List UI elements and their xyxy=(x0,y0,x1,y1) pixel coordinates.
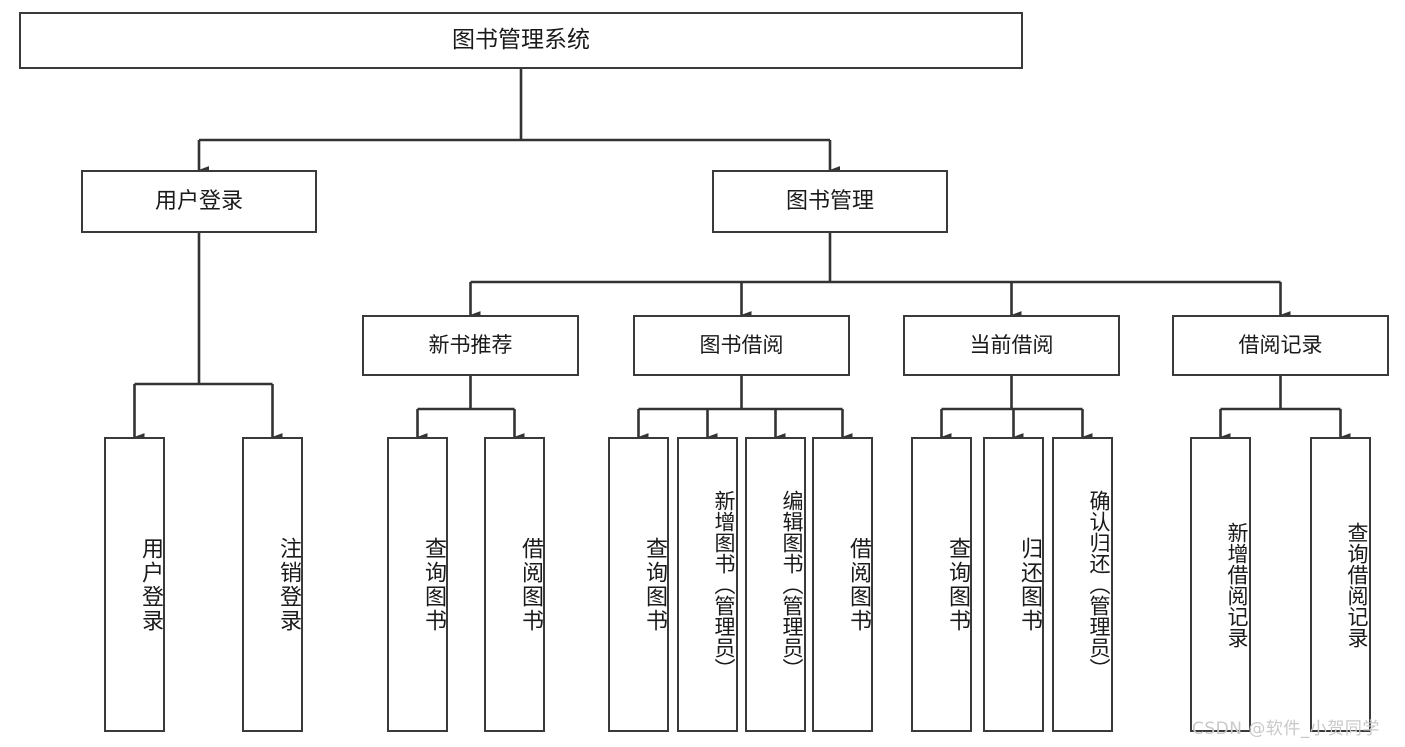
leaf-edit-book[interactable]: 编辑图书（管理员） xyxy=(745,437,806,732)
leaf-confirm-return-label: 确认归还（管理员） xyxy=(1087,490,1111,679)
leaf-edit-book-label: 编辑图书（管理员） xyxy=(780,490,804,679)
node-book-manage[interactable]: 图书管理 xyxy=(712,170,948,233)
node-current-borrow[interactable]: 当前借阅 xyxy=(903,315,1120,376)
node-new-book-recommend-label: 新书推荐 xyxy=(428,333,513,358)
leaf-add-book-label: 新增图书（管理员） xyxy=(712,490,736,679)
node-borrow-record[interactable]: 借阅记录 xyxy=(1172,315,1389,376)
leaf-add-book[interactable]: 新增图书（管理员） xyxy=(677,437,738,732)
csdn-watermark: CSDN @软件_小贺同学 xyxy=(1192,719,1380,739)
leaf-borrow-book-2[interactable]: 借阅图书 xyxy=(812,437,873,732)
leaf-logout-label: 注销登录 xyxy=(276,536,301,633)
leaf-borrow-book-1-label: 借阅图书 xyxy=(518,536,543,633)
leaf-query-borrow-record-label: 查询借阅记录 xyxy=(1345,521,1369,648)
node-current-borrow-label: 当前借阅 xyxy=(969,333,1054,358)
node-borrow-record-label: 借阅记录 xyxy=(1238,333,1323,358)
leaf-add-borrow-record-label: 新增借阅记录 xyxy=(1225,521,1249,648)
leaf-user-login[interactable]: 用户登录 xyxy=(104,437,165,732)
node-book-borrow-label: 图书借阅 xyxy=(699,333,784,358)
leaf-add-borrow-record[interactable]: 新增借阅记录 xyxy=(1190,437,1251,732)
leaf-return-book-label: 归还图书 xyxy=(1017,536,1042,633)
leaf-query-book-3-label: 查询图书 xyxy=(945,536,970,633)
node-book-borrow[interactable]: 图书借阅 xyxy=(633,315,850,376)
node-user-login[interactable]: 用户登录 xyxy=(81,170,317,233)
node-book-manage-label: 图书管理 xyxy=(785,188,874,214)
leaf-query-book-1-label: 查询图书 xyxy=(421,536,446,633)
leaf-query-book-3[interactable]: 查询图书 xyxy=(911,437,972,732)
leaf-confirm-return[interactable]: 确认归还（管理员） xyxy=(1052,437,1113,732)
leaf-query-book-2[interactable]: 查询图书 xyxy=(608,437,669,732)
node-root-label: 图书管理系统 xyxy=(452,26,590,53)
leaf-borrow-book-2-label: 借阅图书 xyxy=(846,536,871,633)
leaf-query-book-1[interactable]: 查询图书 xyxy=(387,437,448,732)
leaf-logout[interactable]: 注销登录 xyxy=(242,437,303,732)
node-user-login-label: 用户登录 xyxy=(154,188,243,214)
leaf-return-book[interactable]: 归还图书 xyxy=(983,437,1044,732)
node-root[interactable]: 图书管理系统 xyxy=(19,12,1023,69)
node-new-book-recommend[interactable]: 新书推荐 xyxy=(362,315,579,376)
leaf-query-book-2-label: 查询图书 xyxy=(642,536,667,633)
leaf-user-login-label: 用户登录 xyxy=(138,536,163,633)
leaf-query-borrow-record[interactable]: 查询借阅记录 xyxy=(1310,437,1371,732)
leaf-borrow-book-1[interactable]: 借阅图书 xyxy=(484,437,545,732)
